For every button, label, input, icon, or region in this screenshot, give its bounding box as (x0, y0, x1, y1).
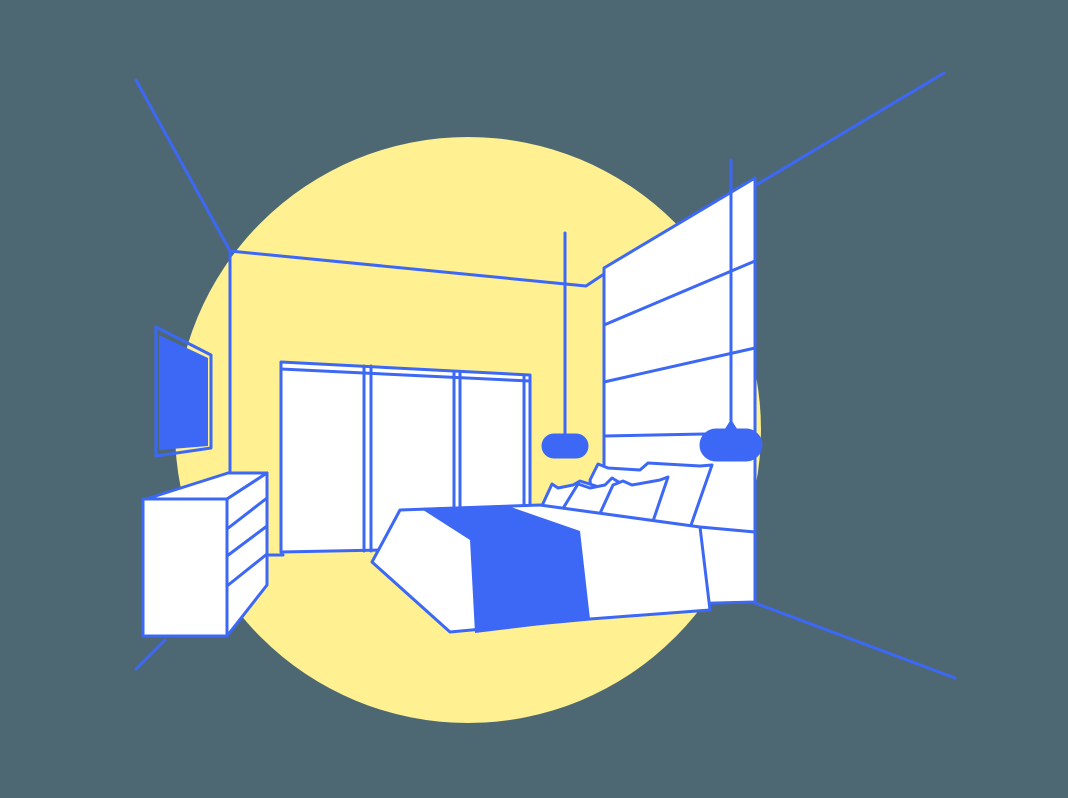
pendant-lamp-left (541, 231, 589, 459)
bed (370, 503, 757, 634)
bed-runner (420, 505, 590, 633)
pendant-lamp-right (699, 158, 763, 462)
wall-perspective-lines (134, 71, 957, 680)
wall-mounted-tv (154, 325, 213, 458)
dresser (141, 471, 269, 638)
